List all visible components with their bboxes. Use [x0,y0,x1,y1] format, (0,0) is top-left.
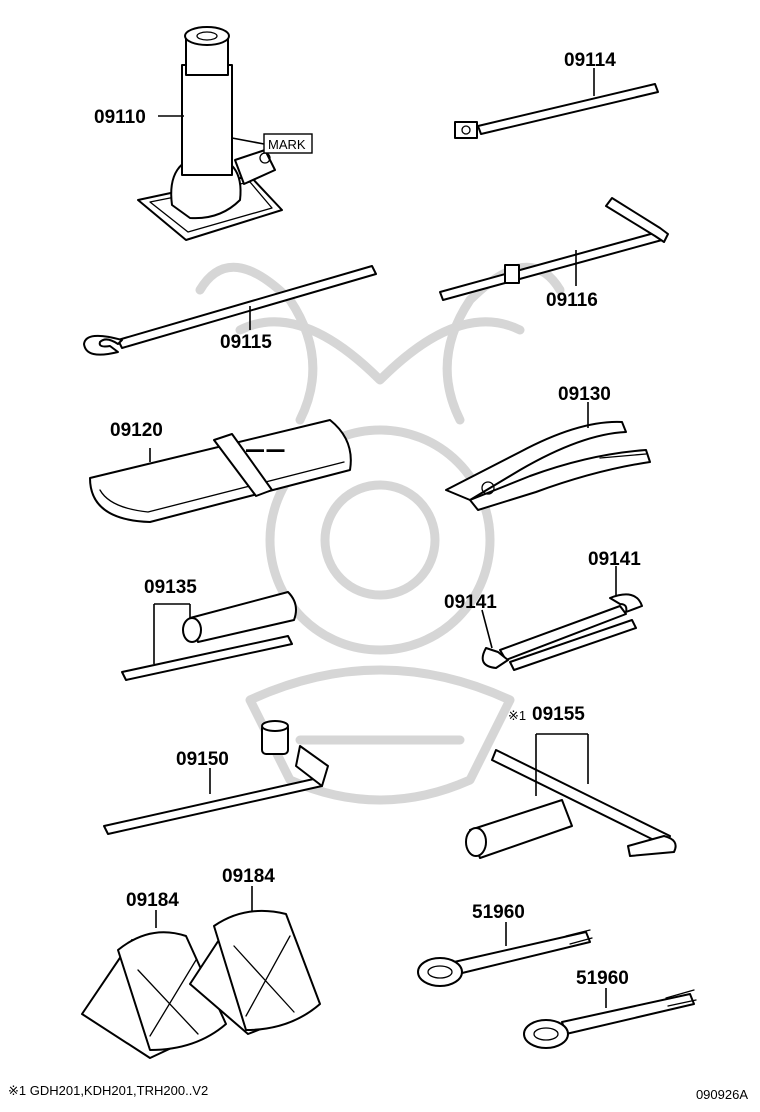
towing-eye-a-label: 51960 [472,902,525,923]
chock-part[interactable] [81,909,321,1059]
tool-bag-part[interactable]: ▬▬ ▬▬ [89,419,352,523]
mark-label: MARK [268,137,306,152]
wrench-b-label: 09141 [588,549,641,570]
jack-handle-part[interactable] [83,265,377,356]
tool-bag-print: ▬▬ ▬▬ [246,444,285,454]
chock-b-label: 09184 [222,866,275,887]
pliers-label: 09130 [558,384,611,405]
wheel-nut-wrench-label: 09150 [176,749,229,770]
wheel-nut-wrench-part[interactable] [103,720,329,835]
ref-mark-label: ※1 [508,708,526,723]
handle-rod-part[interactable] [454,83,659,139]
jack-handle-label: 09115 [220,332,272,353]
pliers-part[interactable] [445,420,651,511]
handle-rod-label: 09114 [564,50,616,71]
tool-bag-label: 09120 [110,420,163,441]
wrench-part[interactable] [481,593,643,671]
screwdriver-part[interactable] [121,591,297,681]
figure-code: 090926A [695,1087,748,1102]
wrench-a-label: 09141 [444,592,497,613]
socket-wrench-part[interactable] [465,749,677,859]
chock-a-label: 09184 [126,890,179,911]
towing-eye-b-label: 51960 [576,968,629,989]
jack-label: 09110 [94,107,146,128]
screwdriver-label: 09135 [144,577,197,598]
footnote: ※1 GDH201,KDH201,TRH200..V2 [8,1083,209,1098]
towing-eye-part[interactable] [417,929,697,1049]
mark-leader [231,137,265,145]
socket-wrench-leader [535,733,589,796]
jack-part[interactable] [137,26,283,241]
extension-label: 09116 [546,290,598,311]
socket-wrench-label: 09155 [532,704,585,725]
wrench-a-leader [481,609,493,649]
mark-box [263,133,313,154]
screwdriver-leader [153,603,191,664]
extension-part[interactable] [439,197,669,301]
